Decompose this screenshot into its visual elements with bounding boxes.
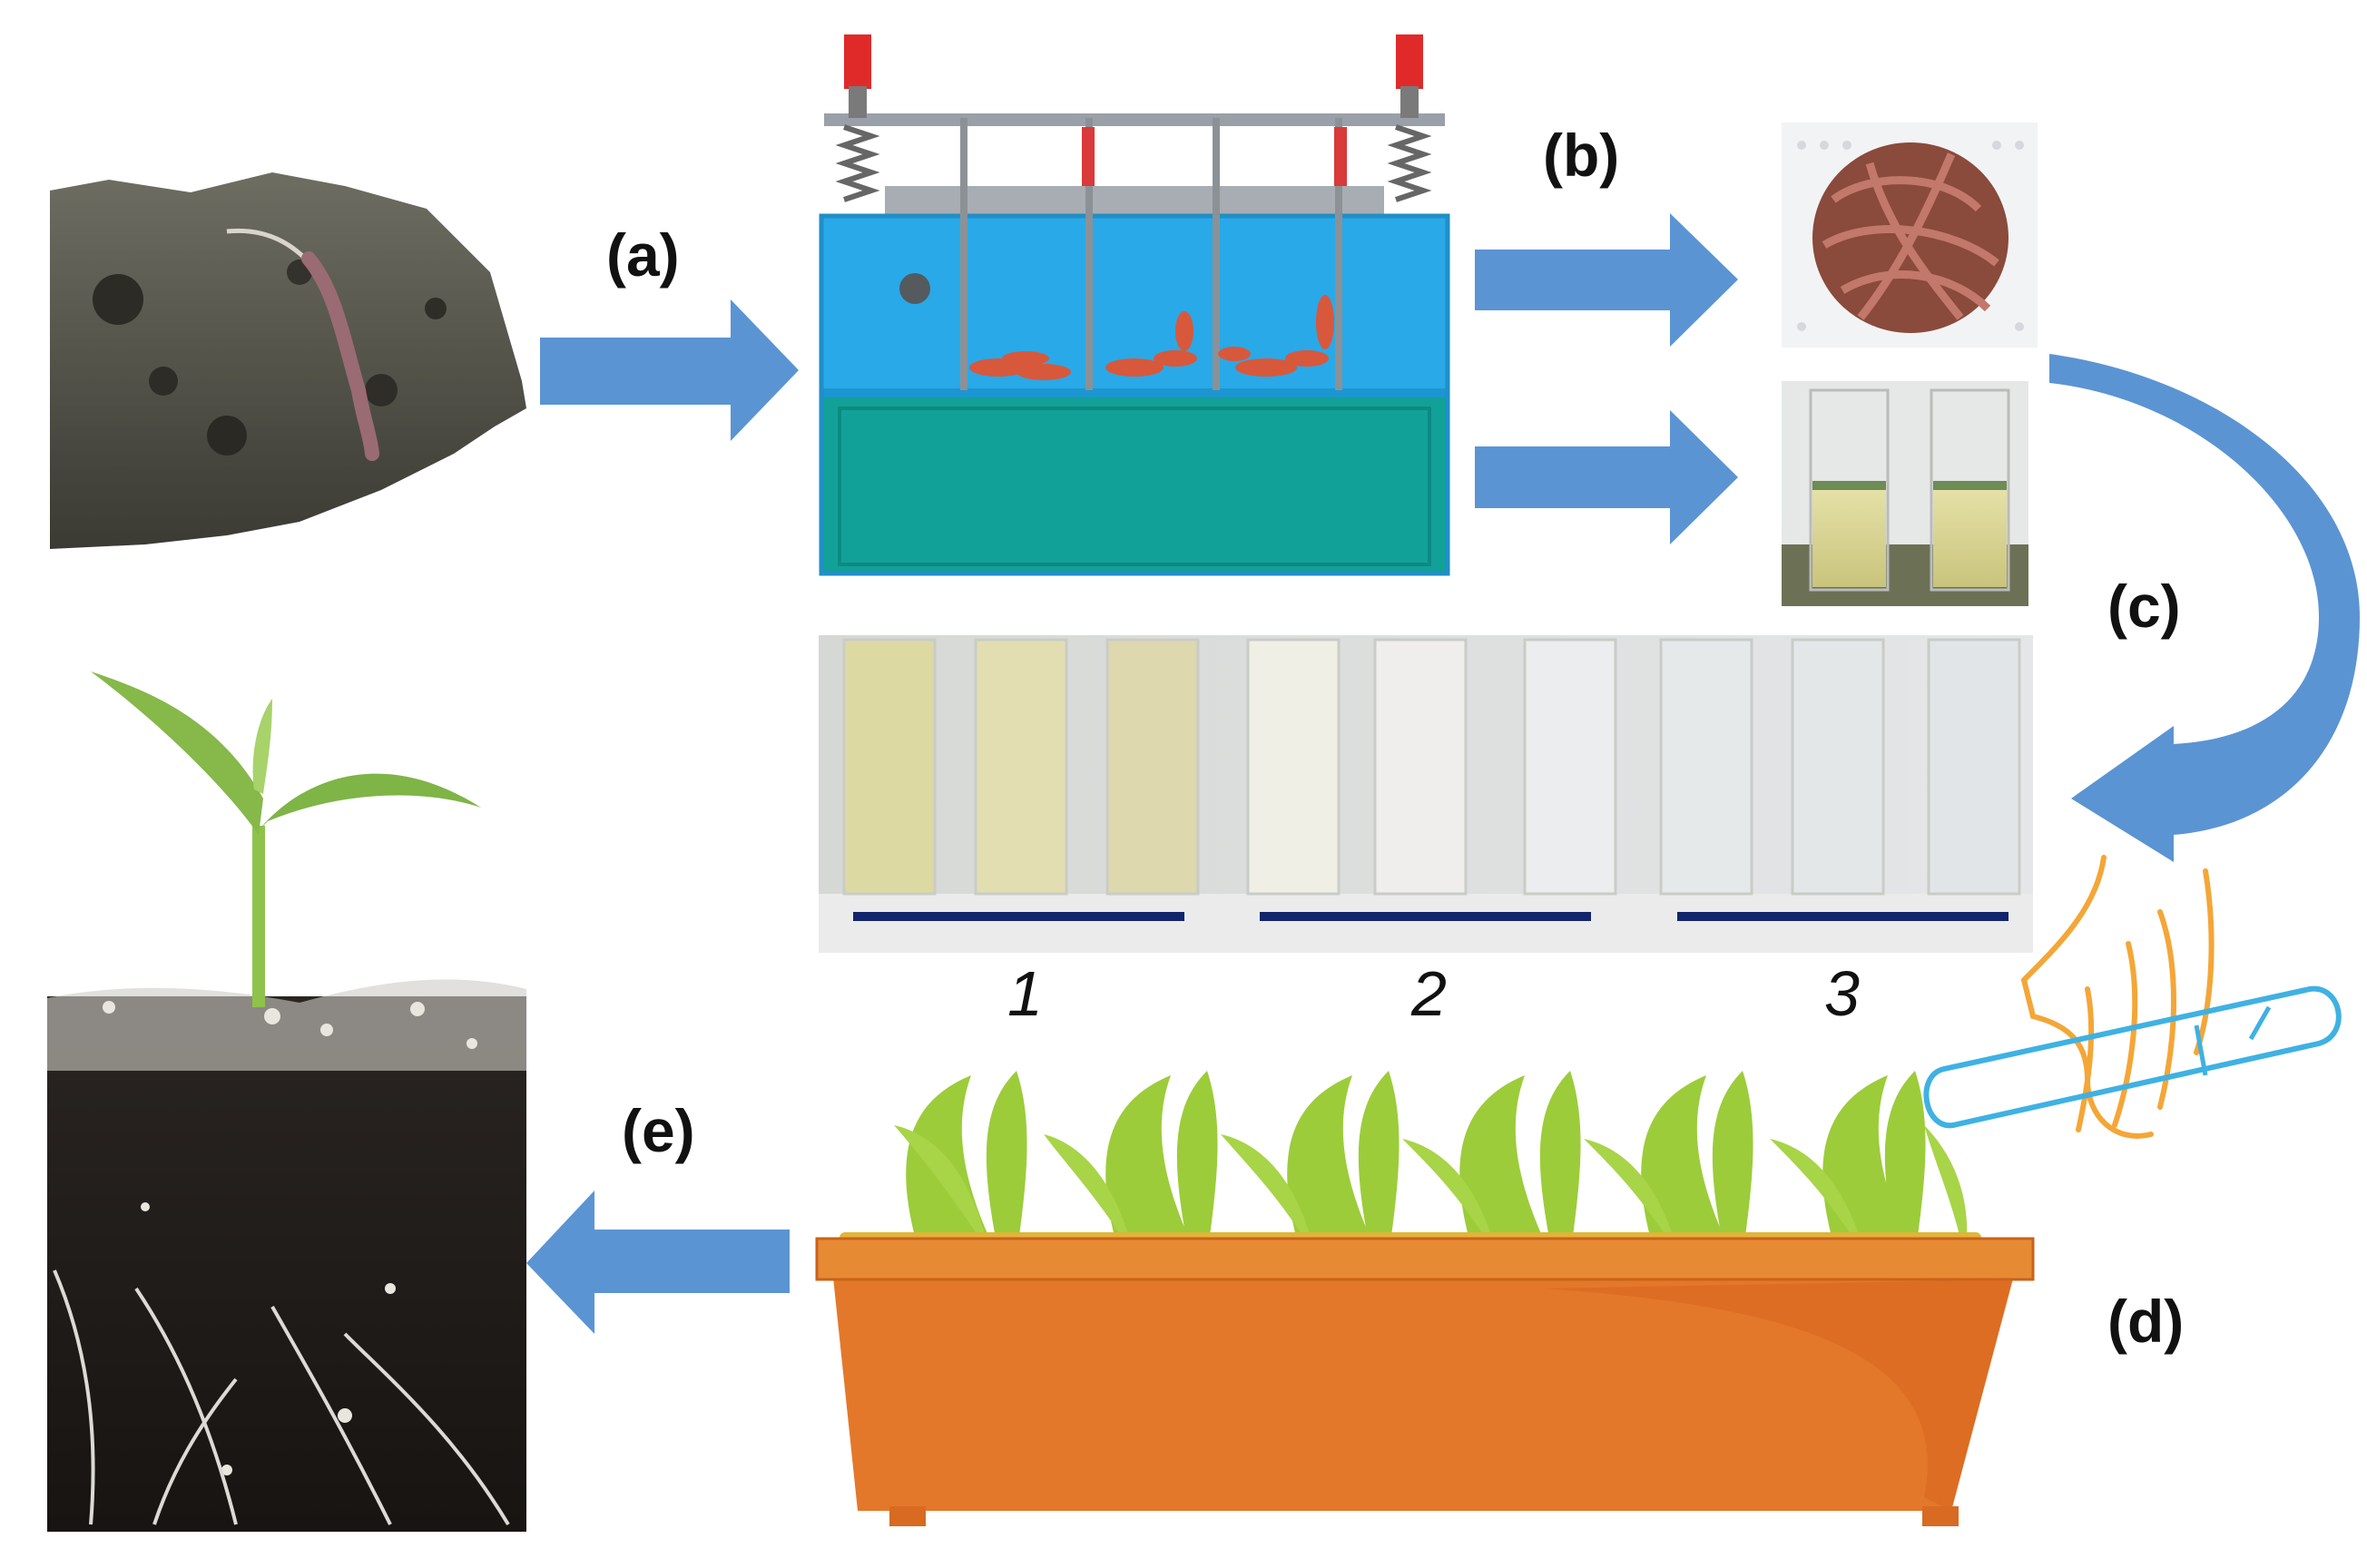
soil-clump-image: [50, 172, 526, 549]
arrow-b-upper-icon: [1475, 213, 1738, 347]
step-label-b: (b): [1543, 122, 1620, 189]
tube-group-label-3: 3: [1824, 958, 1860, 1029]
arrow-e-icon: [526, 1191, 790, 1334]
tank-illustration: [819, 34, 1450, 576]
tube-group-label-1: 1: [1007, 958, 1043, 1029]
vials-image: [1782, 381, 2028, 606]
step-label-d: (d): [2107, 1288, 2185, 1355]
earthworm-pile-image: [1782, 122, 2038, 348]
step-label-e: (e): [622, 1097, 695, 1164]
arrow-b-lower-icon: [1475, 410, 1738, 544]
seedling-planter-illustration: [815, 1071, 2035, 1526]
tube-group-label-2: 2: [1411, 958, 1447, 1029]
arrow-a-icon: [540, 299, 799, 441]
seedling-in-soil-image: [47, 671, 526, 1532]
hand-holding-test-tube-icon: [1923, 855, 2342, 1139]
test-tubes-image: [819, 635, 2033, 953]
arrow-c-curved-icon: [2049, 354, 2360, 862]
step-label-c: (c): [2107, 573, 2181, 640]
step-label-a: (a): [606, 221, 680, 289]
